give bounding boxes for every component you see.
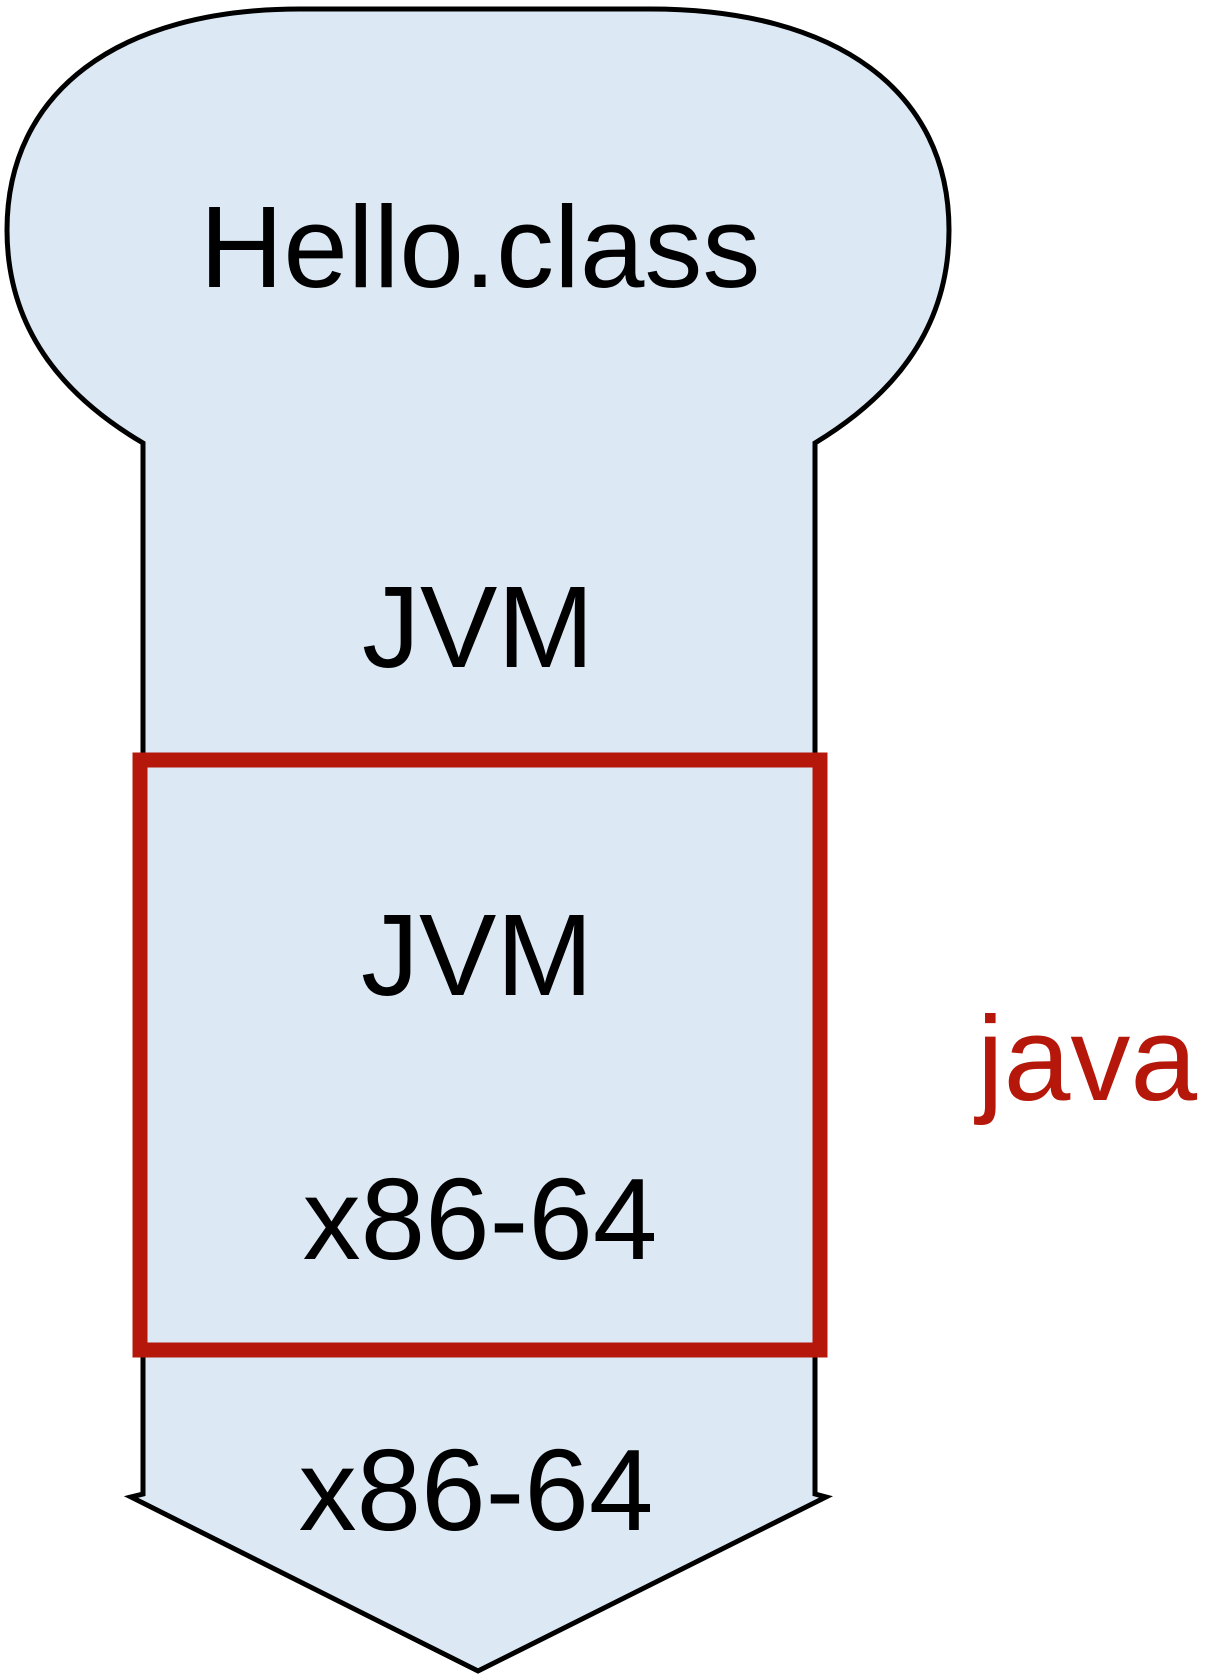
funnel-shape — [4, 6, 952, 1674]
java-annotation: java — [974, 992, 1197, 1126]
program-label: Hello.class — [200, 182, 761, 312]
x86-boxed-label: x86-64 — [303, 1154, 658, 1284]
jvm-upper-label: JVM — [362, 562, 594, 692]
jvm-boxed-label: JVM — [361, 890, 593, 1020]
x86-bottom-label: x86-64 — [299, 1425, 654, 1555]
jvm-implementation-highlight-box — [132, 752, 828, 1358]
